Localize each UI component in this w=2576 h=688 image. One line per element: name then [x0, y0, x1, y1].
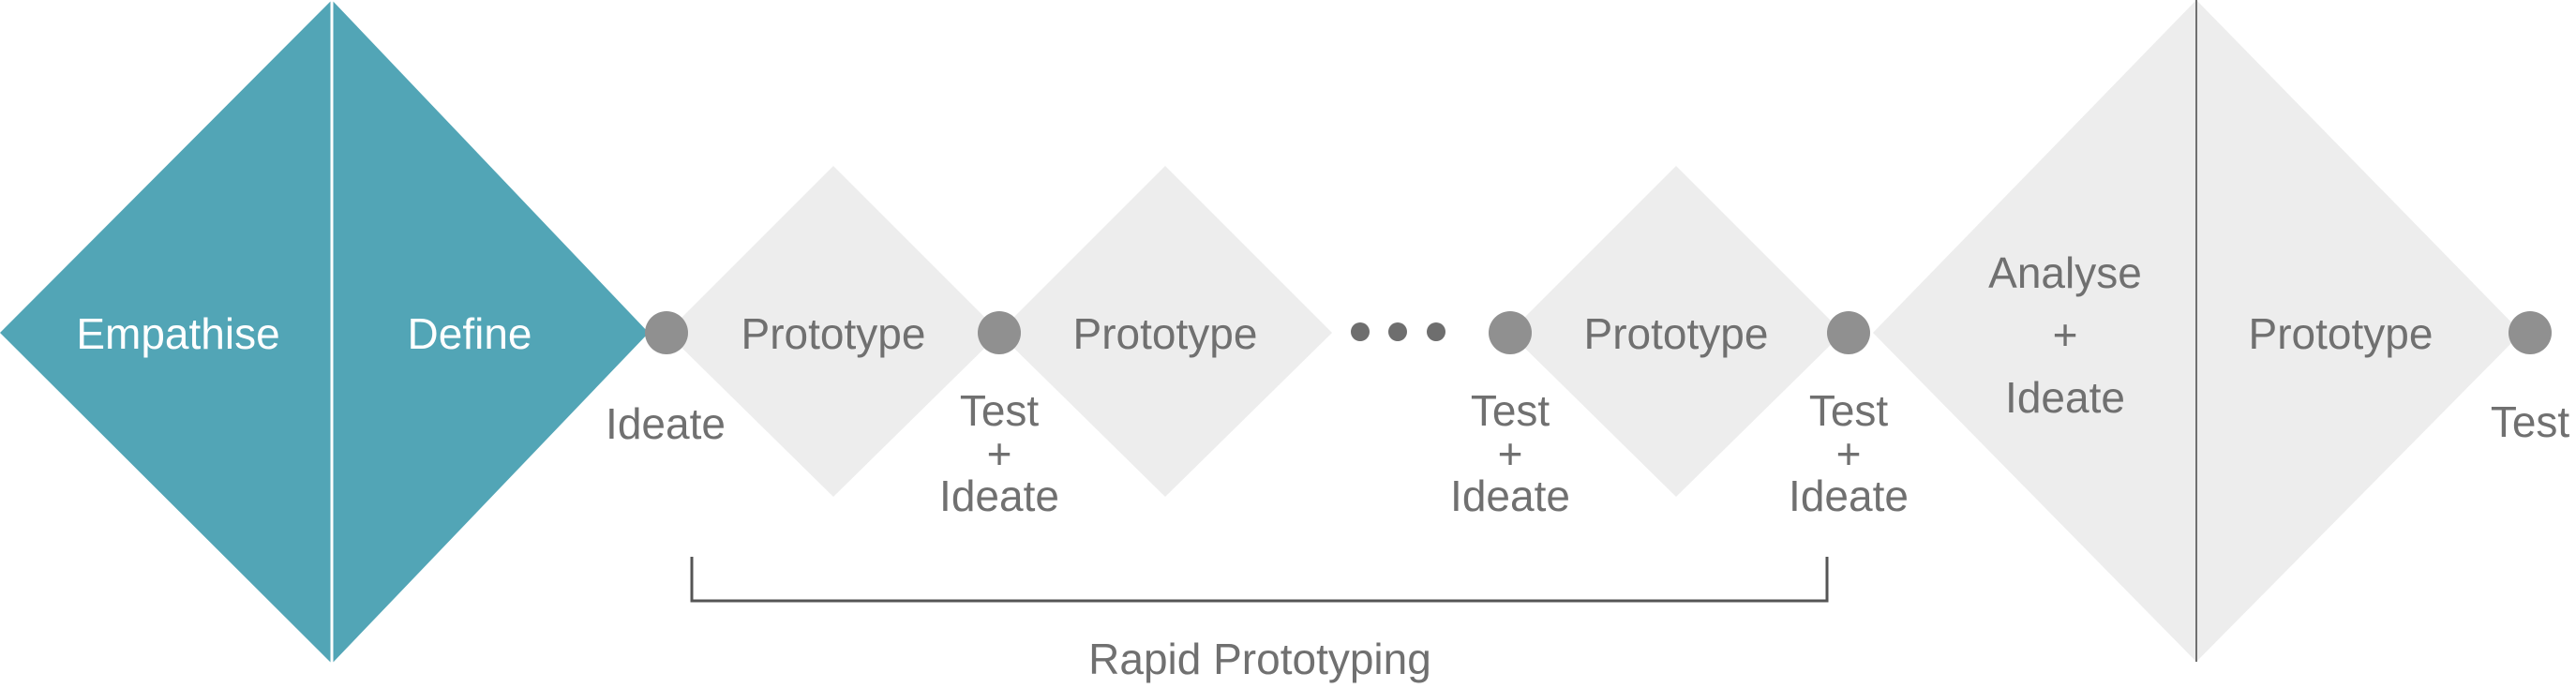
rapid-prototyping-label: Rapid Prototyping — [1088, 635, 1431, 683]
define-label: Define — [408, 309, 532, 358]
ellipsis-dot — [1427, 322, 1445, 341]
node-circle — [1827, 311, 1870, 354]
test-label: Test — [1471, 386, 1550, 435]
node-circle — [2509, 311, 2552, 354]
analyse-label: Analyse — [1988, 248, 2142, 297]
prototype-diamond-1 — [666, 166, 1000, 497]
prototype-label: Prototype — [1073, 309, 1258, 358]
ideate-label: Ideate — [1789, 471, 1909, 520]
prototype-label: Prototype — [1584, 309, 1769, 358]
plus-label: + — [2053, 310, 2078, 359]
node-circle — [978, 311, 1021, 354]
plus-label: + — [987, 429, 1012, 478]
ellipsis-dot — [1351, 322, 1370, 341]
empathise-define-diamond — [0, 0, 649, 664]
prototype-diamond-3 — [1509, 166, 1843, 497]
ellipsis-dot — [1388, 322, 1407, 341]
ideate-label: Ideate — [939, 471, 1059, 520]
rapid-prototyping-bracket — [690, 557, 1829, 603]
empathise-label: Empathise — [76, 309, 279, 358]
ideate-label: Ideate — [606, 399, 726, 448]
plus-label: + — [1836, 429, 1862, 478]
prototype-diamond-2 — [998, 166, 1332, 497]
test-label: Test — [960, 386, 1040, 435]
test-label: Test — [1809, 386, 1889, 435]
ideate-label: Ideate — [2005, 373, 2125, 422]
node-circle — [645, 311, 688, 354]
node-circle — [1489, 311, 1532, 354]
plus-label: + — [1498, 429, 1523, 478]
ideate-label: Ideate — [1450, 471, 1570, 520]
prototype-label: Prototype — [741, 309, 926, 358]
test-label: Test — [2491, 397, 2570, 446]
prototype-label: Prototype — [2249, 309, 2434, 358]
